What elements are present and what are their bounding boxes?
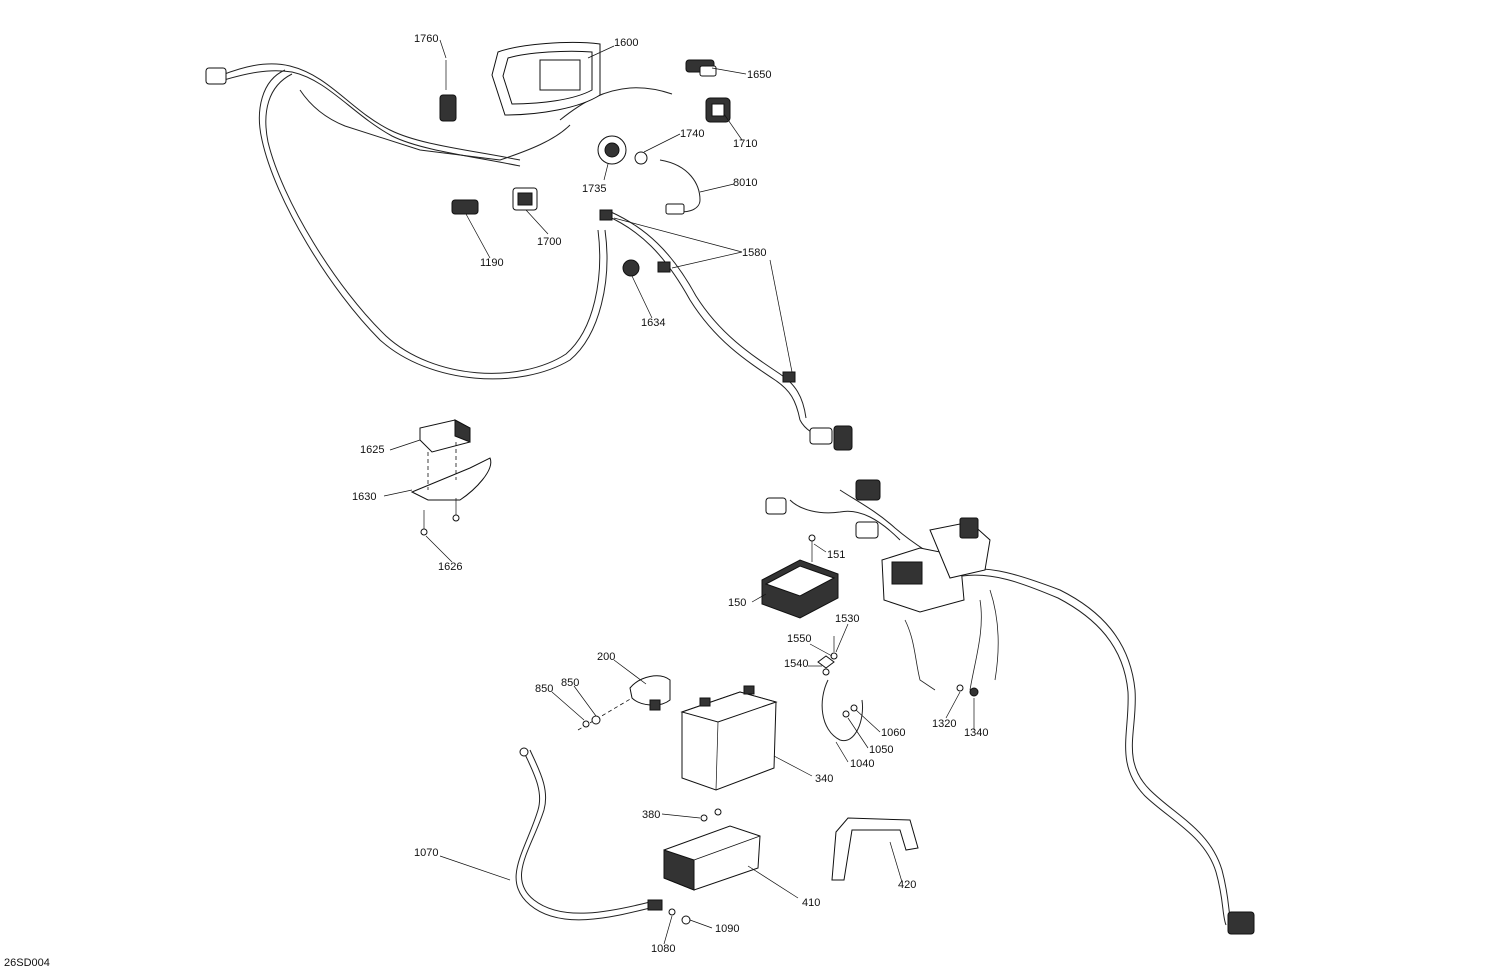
callout-420: 420 (898, 879, 916, 891)
callout-410: 410 (802, 897, 820, 909)
relay-1700 (512, 187, 538, 211)
callout-850-right: 850 (561, 677, 579, 689)
diagram-code: 26SD004 (4, 957, 50, 969)
battery-cable-1070 (515, 747, 691, 925)
callout-1735: 1735 (582, 183, 606, 195)
screws-1530-1550 (830, 636, 838, 660)
callout-1040: 1040 (850, 758, 874, 770)
switch-1735 (597, 135, 627, 165)
grommet-1634 (622, 259, 640, 277)
fuse-box (765, 479, 991, 613)
nut-1740 (634, 151, 648, 165)
bracket-1630 (410, 442, 492, 501)
callout-1700: 1700 (537, 236, 561, 248)
callout-1760: 1760 (414, 33, 438, 45)
regulator-150 (761, 559, 839, 619)
callout-1530: 1530 (835, 613, 859, 625)
callout-1050: 1050 (869, 744, 893, 756)
battery-tray-410 (663, 808, 761, 891)
screw-151 (808, 534, 816, 562)
ground-cable-1040 (817, 655, 864, 742)
callout-1550: 1550 (787, 633, 811, 645)
callout-850-left: 850 (535, 683, 553, 695)
leader-lines (383, 39, 975, 945)
callout-1070: 1070 (414, 847, 438, 859)
instrument-cluster-1600 (491, 41, 601, 116)
upper-harness (221, 63, 831, 441)
screws-1320-1340 (956, 684, 979, 697)
callout-1540: 1540 (784, 658, 808, 670)
callout-150: 150 (728, 597, 746, 609)
callout-1710: 1710 (733, 138, 757, 150)
callout-8010: 8010 (733, 177, 757, 189)
battery-340 (680, 685, 778, 791)
callout-200: 200 (597, 651, 615, 663)
connector-top-left (205, 67, 227, 85)
callout-1080: 1080 (651, 943, 675, 955)
connector-1190 (451, 199, 479, 215)
module-1625 (419, 419, 471, 453)
callout-1600: 1600 (614, 37, 638, 49)
callout-1740: 1740 (680, 128, 704, 140)
callout-1190: 1190 (480, 257, 504, 269)
callout-labels: 1760 1600 1650 1710 1740 1735 8010 1190 … (4, 33, 988, 969)
screws-1626 (420, 498, 460, 536)
callout-1634: 1634 (641, 317, 665, 329)
bolt-1760 (439, 60, 457, 122)
lower-harness (789, 489, 1233, 926)
connector-1710 (705, 97, 731, 123)
callout-1060: 1060 (881, 727, 905, 739)
clips-1580 (599, 209, 796, 383)
harness-connector-mid (809, 425, 853, 451)
callout-1340: 1340 (964, 727, 988, 739)
callout-1626: 1626 (438, 561, 462, 573)
callout-1580: 1580 (742, 247, 766, 259)
cable-8010 (659, 159, 701, 215)
callout-1625: 1625 (360, 444, 384, 456)
callout-1320: 1320 (932, 718, 956, 730)
callout-340: 340 (815, 773, 833, 785)
callout-151: 151 (827, 549, 845, 561)
callout-380: 380 (642, 809, 660, 821)
strap-420 (831, 817, 919, 881)
callout-1630: 1630 (352, 491, 376, 503)
callout-1650: 1650 (747, 69, 771, 81)
solenoid-200 (577, 675, 671, 731)
callout-1090: 1090 (715, 923, 739, 935)
connector-1650 (685, 59, 717, 77)
connector-bottom-right (1227, 911, 1255, 935)
